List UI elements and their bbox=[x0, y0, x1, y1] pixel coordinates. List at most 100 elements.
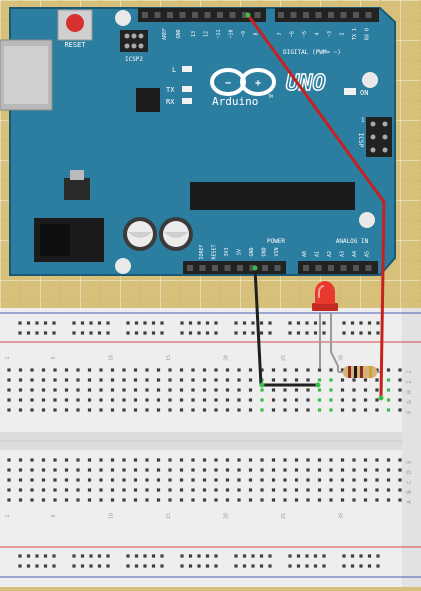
breadboard-hole[interactable] bbox=[111, 458, 114, 461]
rail-hole[interactable] bbox=[251, 331, 254, 334]
rail-hole[interactable] bbox=[81, 564, 84, 567]
breadboard-hole[interactable] bbox=[134, 378, 137, 381]
breadboard-hole[interactable] bbox=[76, 478, 79, 481]
breadboard-hole[interactable] bbox=[99, 398, 102, 401]
breadboard-hole[interactable] bbox=[398, 458, 401, 461]
header-pin[interactable] bbox=[275, 265, 281, 271]
breadboard-hole[interactable] bbox=[157, 408, 160, 411]
header-pin[interactable] bbox=[167, 12, 173, 18]
breadboard-hole[interactable] bbox=[65, 398, 68, 401]
rail-hole[interactable] bbox=[18, 331, 21, 334]
rail-hole[interactable] bbox=[81, 554, 84, 557]
breadboard-hole[interactable] bbox=[203, 388, 206, 391]
breadboard-hole[interactable] bbox=[237, 478, 240, 481]
breadboard-hole[interactable] bbox=[42, 468, 45, 471]
breadboard-hole[interactable] bbox=[99, 368, 102, 371]
header-pin[interactable] bbox=[366, 12, 372, 18]
breadboard-hole[interactable] bbox=[375, 388, 378, 391]
breadboard-hole[interactable] bbox=[99, 498, 102, 501]
breadboard-hole[interactable] bbox=[226, 488, 229, 491]
breadboard-hole[interactable] bbox=[364, 378, 367, 381]
breadboard-hole[interactable] bbox=[203, 498, 206, 501]
breadboard-hole[interactable] bbox=[7, 398, 10, 401]
breadboard-hole[interactable] bbox=[398, 398, 401, 401]
breadboard-hole[interactable] bbox=[295, 498, 298, 501]
breadboard-hole[interactable] bbox=[168, 488, 171, 491]
rail-hole[interactable] bbox=[152, 564, 155, 567]
breadboard-hole[interactable] bbox=[168, 408, 171, 411]
breadboard-hole[interactable] bbox=[306, 388, 309, 391]
breadboard-hole[interactable] bbox=[145, 478, 148, 481]
breadboard-hole[interactable] bbox=[88, 398, 91, 401]
rail-hole[interactable] bbox=[72, 331, 75, 334]
rail-hole[interactable] bbox=[376, 554, 379, 557]
rail-hole[interactable] bbox=[342, 331, 345, 334]
breadboard-hole[interactable] bbox=[295, 478, 298, 481]
breadboard-hole[interactable] bbox=[398, 488, 401, 491]
rail-hole[interactable] bbox=[27, 554, 30, 557]
breadboard-hole[interactable] bbox=[226, 398, 229, 401]
breadboard-hole[interactable] bbox=[283, 388, 286, 391]
breadboard-hole[interactable] bbox=[19, 408, 22, 411]
breadboard-hole[interactable] bbox=[260, 388, 263, 391]
breadboard-hole[interactable] bbox=[42, 498, 45, 501]
breadboard-hole[interactable] bbox=[283, 408, 286, 411]
breadboard-hole[interactable] bbox=[375, 408, 378, 411]
rail-hole[interactable] bbox=[359, 331, 362, 334]
breadboard-hole[interactable] bbox=[122, 458, 125, 461]
breadboard-hole[interactable] bbox=[295, 388, 298, 391]
rail-hole[interactable] bbox=[359, 564, 362, 567]
breadboard-hole[interactable] bbox=[214, 458, 217, 461]
breadboard-hole[interactable] bbox=[306, 398, 309, 401]
breadboard-hole[interactable] bbox=[226, 378, 229, 381]
breadboard-hole[interactable] bbox=[249, 498, 252, 501]
rail-hole[interactable] bbox=[314, 331, 317, 334]
rail-hole[interactable] bbox=[322, 331, 325, 334]
breadboard-hole[interactable] bbox=[272, 388, 275, 391]
breadboard-hole[interactable] bbox=[341, 388, 344, 391]
rail-hole[interactable] bbox=[368, 321, 371, 324]
rail-hole[interactable] bbox=[135, 564, 138, 567]
breadboard-hole[interactable] bbox=[53, 458, 56, 461]
breadboard-hole[interactable] bbox=[398, 368, 401, 371]
breadboard-hole[interactable] bbox=[260, 458, 263, 461]
breadboard-hole[interactable] bbox=[30, 488, 33, 491]
breadboard-hole[interactable] bbox=[7, 378, 10, 381]
breadboard-hole[interactable] bbox=[111, 388, 114, 391]
rail-hole[interactable] bbox=[106, 321, 109, 324]
rail-hole[interactable] bbox=[351, 331, 354, 334]
rail-hole[interactable] bbox=[206, 564, 209, 567]
breadboard-hole[interactable] bbox=[272, 408, 275, 411]
rail-hole[interactable] bbox=[106, 564, 109, 567]
breadboard-hole[interactable] bbox=[19, 398, 22, 401]
breadboard-hole[interactable] bbox=[203, 408, 206, 411]
rail-hole[interactable] bbox=[297, 321, 300, 324]
breadboard-hole[interactable] bbox=[295, 378, 298, 381]
rail-hole[interactable] bbox=[152, 321, 155, 324]
breadboard-hole[interactable] bbox=[65, 488, 68, 491]
resistor[interactable] bbox=[338, 366, 382, 378]
rail-hole[interactable] bbox=[18, 564, 21, 567]
breadboard-hole[interactable] bbox=[122, 388, 125, 391]
breadboard-hole[interactable] bbox=[19, 458, 22, 461]
rail-hole[interactable] bbox=[297, 331, 300, 334]
rail-hole[interactable] bbox=[314, 564, 317, 567]
breadboard-hole[interactable] bbox=[191, 378, 194, 381]
breadboard-hole[interactable] bbox=[65, 458, 68, 461]
breadboard-hole[interactable] bbox=[272, 378, 275, 381]
rail-hole[interactable] bbox=[98, 554, 101, 557]
breadboard-hole[interactable] bbox=[249, 368, 252, 371]
breadboard-hole[interactable] bbox=[65, 468, 68, 471]
breadboard-hole[interactable] bbox=[145, 368, 148, 371]
breadboard-hole[interactable] bbox=[318, 398, 321, 401]
rail-hole[interactable] bbox=[189, 554, 192, 557]
rail-hole[interactable] bbox=[214, 321, 217, 324]
rail-hole[interactable] bbox=[351, 564, 354, 567]
breadboard-hole[interactable] bbox=[260, 478, 263, 481]
rail-hole[interactable] bbox=[18, 554, 21, 557]
breadboard-hole[interactable] bbox=[191, 458, 194, 461]
breadboard-hole[interactable] bbox=[19, 478, 22, 481]
breadboard-hole[interactable] bbox=[76, 408, 79, 411]
breadboard-hole[interactable] bbox=[180, 468, 183, 471]
breadboard-hole[interactable] bbox=[272, 488, 275, 491]
